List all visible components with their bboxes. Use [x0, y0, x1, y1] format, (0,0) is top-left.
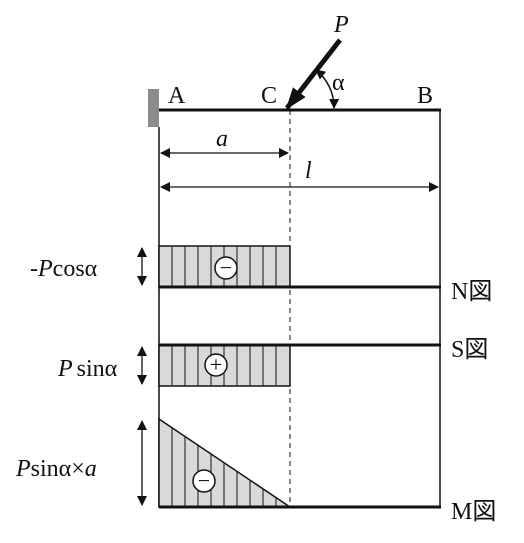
- point-c-label: C: [261, 83, 277, 109]
- point-b-label: B: [417, 83, 433, 109]
- n-diagram-hatching: [171, 246, 277, 287]
- m-diagram-name: M図: [451, 499, 496, 525]
- n-magnitude-label: -Pcosα: [30, 256, 98, 282]
- s-sign-circle: [204, 353, 228, 377]
- m-diagram: − Psinα×a M図: [15, 417, 496, 525]
- n-diagram-name: N図: [451, 279, 492, 305]
- m-magnitude-label: Psinα×a: [15, 456, 97, 482]
- n-sign-circle: [214, 256, 238, 280]
- s-sign: +: [210, 352, 222, 377]
- point-a-label: A: [168, 83, 186, 109]
- dimension-l-label: l: [305, 158, 312, 184]
- n-diagram: − -Pcosα N図: [30, 245, 492, 305]
- load-arrow: [285, 38, 342, 110]
- m-sign: −: [198, 468, 210, 493]
- m-sign-circle: [192, 469, 216, 493]
- fixed-support: [148, 89, 159, 127]
- beam-group: A C B P α: [148, 12, 441, 127]
- s-diagram-name: S図: [451, 337, 488, 363]
- s-diagram-hatching: [171, 345, 277, 386]
- angle-label: α: [332, 70, 345, 96]
- dimension-a-label: a: [216, 126, 228, 152]
- load-label: P: [333, 12, 349, 38]
- n-sign: −: [220, 255, 232, 280]
- angle-arc: [315, 69, 340, 109]
